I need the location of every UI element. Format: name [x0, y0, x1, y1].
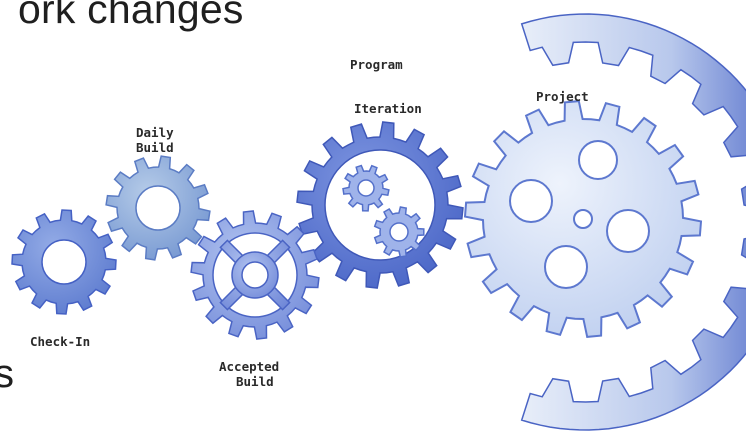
- accepted-build-label-line2: Build: [236, 374, 274, 389]
- bullet-text-fragment: s: [0, 352, 14, 396]
- program-gear: [520, 13, 746, 431]
- daily-build-label-line2: Build: [136, 140, 174, 155]
- check-in-label: Check-In: [30, 334, 90, 349]
- project-gear: [463, 100, 703, 338]
- project-hole: [544, 245, 588, 289]
- program-label: Program: [350, 57, 403, 72]
- accepted-build-label-line1: Accepted: [219, 359, 279, 374]
- daily-build-label-line1: Daily: [136, 125, 174, 140]
- project-hole: [578, 140, 618, 180]
- iteration-gear: [296, 121, 464, 289]
- accepted-hub-hole: [241, 261, 269, 289]
- daily-build-gear: [105, 155, 211, 261]
- project-hub-hole: [573, 209, 593, 229]
- check-in-gear: [11, 209, 117, 315]
- project-label: Project: [536, 89, 589, 104]
- project-hole: [509, 179, 553, 223]
- project-hole: [606, 209, 650, 253]
- accepted-build-gear: [190, 210, 320, 340]
- iteration-label: Iteration: [354, 101, 422, 116]
- slide-title: ork changes: [18, 0, 244, 32]
